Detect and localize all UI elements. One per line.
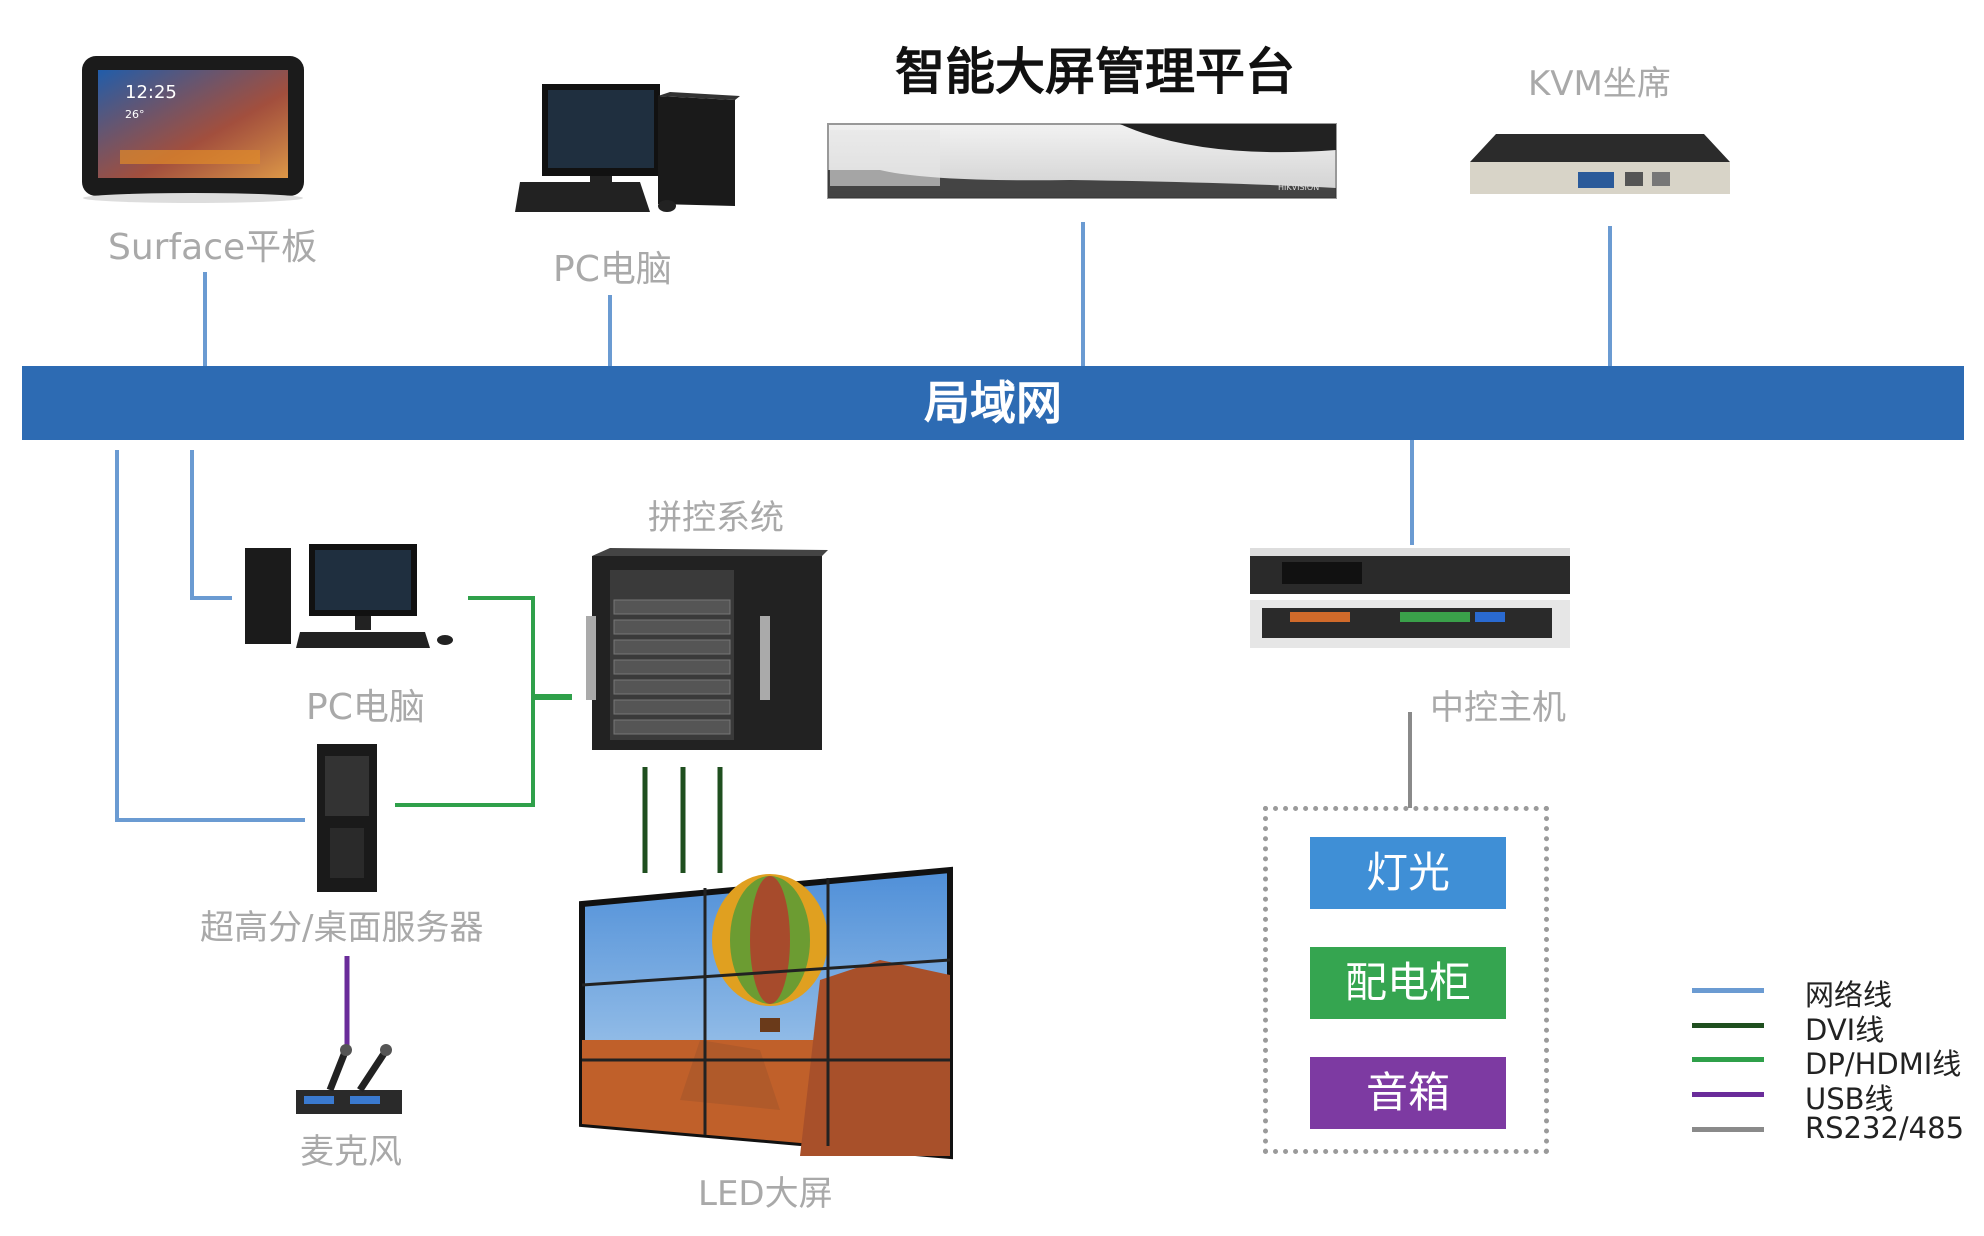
hdmi-lines — [395, 596, 572, 807]
network-line-server — [115, 450, 305, 822]
label-server: 超高分/桌面服务器 — [200, 908, 484, 948]
hdmi-line-pc — [395, 596, 535, 807]
platform-brand: HIKVISION — [1278, 183, 1319, 192]
label-microphone: 麦克风 — [300, 1132, 402, 1172]
box-power-cabinet: 配电柜 — [1310, 947, 1506, 1019]
legend-label-usb: USB线 — [1805, 1082, 1894, 1116]
legend-line-network — [1692, 988, 1764, 993]
label-central-controller: 中控主机 — [1430, 688, 1566, 728]
network-line-pc-left — [190, 450, 232, 600]
controlled-devices-group — [1263, 806, 1549, 1154]
pc-left-device — [245, 544, 453, 648]
label-splicer: 拼控系统 — [648, 498, 784, 538]
legend-line-dvi — [1692, 1023, 1764, 1028]
central-controller-device — [1250, 548, 1570, 648]
kvm-device — [1470, 134, 1730, 194]
label-led-wall: LED大屏 — [698, 1174, 833, 1214]
platform-device: HIKVISION — [827, 123, 1337, 199]
box-lighting: 灯光 — [1310, 837, 1506, 909]
lan-bar: 局域网 — [22, 366, 1964, 440]
platform-title: 智能大屏管理平台 — [895, 43, 1295, 101]
led-wall-device — [579, 866, 953, 1160]
label-pc-top: PC电脑 — [553, 249, 672, 290]
legend-label-network: 网络线 — [1805, 978, 1893, 1012]
legend-line-rs232 — [1692, 1127, 1764, 1132]
label-kvm: KVM坐席 — [1528, 64, 1671, 104]
legend-line-hdmi — [1692, 1057, 1764, 1062]
tablet-device: 12:25 26° — [82, 56, 304, 203]
tablet-time: 12:25 — [125, 82, 177, 103]
label-surface-tablet: Surface平板 — [108, 227, 318, 268]
legend-label-rs232: RS232/485 — [1805, 1111, 1965, 1145]
lan-label: 局域网 — [924, 376, 1062, 430]
box-speaker: 音箱 — [1310, 1057, 1506, 1129]
tablet-temp: 26° — [125, 108, 145, 121]
pc-top-device — [515, 84, 740, 212]
legend-line-usb — [1692, 1092, 1764, 1097]
label-pc-left: PC电脑 — [306, 687, 425, 728]
network-lines — [115, 222, 1612, 822]
microphone-device — [296, 1044, 402, 1114]
splicer-device — [586, 548, 828, 750]
legend-label-dvi: DVI线 — [1805, 1013, 1885, 1047]
dvi-lines — [642, 767, 723, 873]
server-device — [317, 744, 377, 892]
legend-label-hdmi: DP/HDMI线 — [1805, 1047, 1962, 1081]
